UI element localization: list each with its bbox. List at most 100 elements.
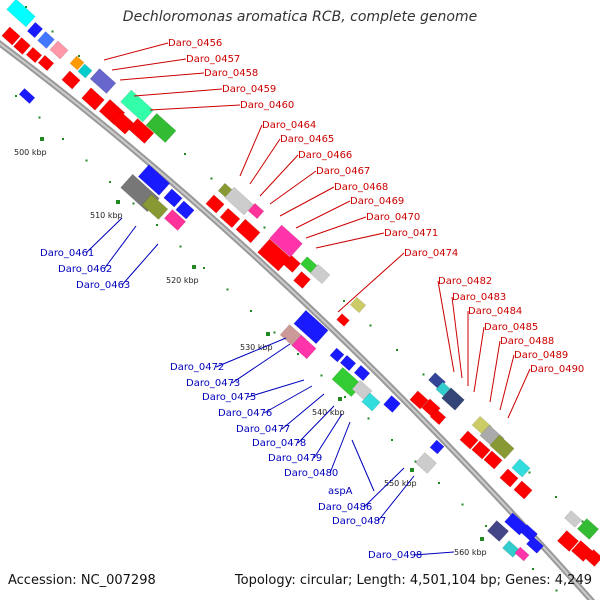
gene-label-text[interactable]: Daro_0487 xyxy=(332,516,386,527)
gene-label[interactable]: Daro_0471 xyxy=(315,228,438,249)
gene-feature[interactable] xyxy=(489,434,515,460)
gene-feature[interactable] xyxy=(409,390,429,410)
gene-label-text[interactable]: Daro_0468 xyxy=(334,182,388,193)
gene-label-text[interactable]: Daro_0461 xyxy=(40,248,94,259)
gene-label[interactable]: Daro_0463 xyxy=(76,243,159,291)
gene-feature[interactable] xyxy=(415,452,437,474)
gene-feature[interactable] xyxy=(37,54,55,72)
gene-label[interactable]: Daro_0485 xyxy=(473,322,538,393)
gene-feature[interactable] xyxy=(293,271,311,289)
gene-label[interactable]: Daro_0477 xyxy=(236,393,325,435)
gene-label[interactable]: Daro_0468 xyxy=(279,182,388,217)
gene-feature[interactable] xyxy=(329,347,345,363)
gene-label-text[interactable]: Daro_0475 xyxy=(202,392,256,403)
gene-label-text[interactable]: Daro_0464 xyxy=(262,120,316,131)
gene-label[interactable]: Daro_0487 xyxy=(332,475,415,527)
gene-label-text[interactable]: Daro_0457 xyxy=(186,54,240,65)
gene-label[interactable]: Daro_0480 xyxy=(284,421,351,479)
gene-label[interactable]: Daro_0460 xyxy=(149,100,294,111)
gene-label-text[interactable]: Daro_0483 xyxy=(452,292,506,303)
gene-feature[interactable] xyxy=(513,480,533,500)
gene-label-text[interactable]: Daro_0470 xyxy=(366,212,420,223)
gene-feature[interactable] xyxy=(309,263,331,285)
gene-feature[interactable] xyxy=(511,458,531,478)
gene-label[interactable]: Daro_0465 xyxy=(249,134,334,185)
gene-label-text[interactable]: Daro_0490 xyxy=(530,364,584,375)
gene-feature[interactable] xyxy=(127,118,155,144)
gene-feature[interactable] xyxy=(26,21,44,39)
gene-label[interactable]: Daro_0456 xyxy=(103,38,222,61)
gene-label-text[interactable]: Daro_0488 xyxy=(500,336,554,347)
gene-feature[interactable] xyxy=(235,218,261,244)
gene-label-text[interactable]: Daro_0460 xyxy=(240,100,294,111)
gene-feature[interactable] xyxy=(49,40,69,60)
gene-feature[interactable] xyxy=(69,55,85,71)
gene-feature[interactable] xyxy=(435,381,451,397)
gene-label-text[interactable]: Daro_0459 xyxy=(222,84,276,95)
gene-feature[interactable] xyxy=(37,31,55,49)
gene-feature[interactable] xyxy=(145,113,177,143)
gene-feature[interactable] xyxy=(514,546,530,562)
gene-feature[interactable] xyxy=(585,549,600,567)
gene-label-text[interactable]: Daro_0478 xyxy=(252,438,306,449)
gene-feature[interactable] xyxy=(557,530,579,552)
gene-label-text[interactable]: Daro_0480 xyxy=(284,468,338,479)
gene-feature[interactable] xyxy=(77,63,93,79)
gene-feature[interactable] xyxy=(564,510,582,528)
gene-label-text[interactable]: Daro_0463 xyxy=(76,280,130,291)
gene-label-text[interactable]: Daro_0474 xyxy=(404,248,458,259)
gene-label[interactable]: Daro_0479 xyxy=(268,413,343,464)
gene-feature[interactable] xyxy=(441,387,465,411)
gene-feature[interactable] xyxy=(291,334,317,360)
gene-label-text[interactable]: aspA xyxy=(328,486,353,497)
gene-feature[interactable] xyxy=(283,255,301,273)
gene-label[interactable]: Daro_0458 xyxy=(119,68,258,81)
gene-feature[interactable] xyxy=(1,26,21,46)
gene-label[interactable]: Daro_0472 xyxy=(170,337,287,373)
gene-label[interactable]: Daro_0489 xyxy=(499,350,568,411)
gene-label[interactable]: Daro_0473 xyxy=(186,343,291,389)
gene-feature[interactable] xyxy=(471,440,491,460)
gene-label-text[interactable]: Daro_0479 xyxy=(268,453,322,464)
gene-feature[interactable] xyxy=(137,164,171,196)
gene-feature[interactable] xyxy=(6,0,36,28)
gene-feature[interactable] xyxy=(163,209,187,231)
gene-label-text[interactable]: Daro_0473 xyxy=(186,378,240,389)
gene-label[interactable]: Daro_0476 xyxy=(218,385,313,419)
gene-feature[interactable] xyxy=(163,188,183,208)
gene-feature[interactable] xyxy=(361,392,381,412)
gene-feature[interactable] xyxy=(120,89,154,123)
gene-feature[interactable] xyxy=(349,296,367,314)
gene-label[interactable]: Daro_0498 xyxy=(368,550,455,561)
gene-feature[interactable] xyxy=(499,468,519,488)
gene-label[interactable]: Daro_0490 xyxy=(507,364,584,419)
gene-label-text[interactable]: Daro_0462 xyxy=(58,264,112,275)
gene-label[interactable]: Daro_0483 xyxy=(451,292,506,379)
gene-label[interactable]: Daro_0467 xyxy=(269,166,370,205)
gene-feature[interactable] xyxy=(339,354,357,372)
gene-feature[interactable] xyxy=(293,309,329,345)
gene-label[interactable]: Daro_0466 xyxy=(259,150,352,197)
gene-label[interactable]: Daro_0469 xyxy=(295,196,404,229)
gene-feature[interactable] xyxy=(175,200,195,220)
gene-label-text[interactable]: Daro_0465 xyxy=(280,134,334,145)
gene-feature[interactable] xyxy=(353,364,371,382)
gene-feature[interactable] xyxy=(205,194,225,214)
gene-feature[interactable] xyxy=(224,186,254,216)
gene-label-text[interactable]: Daro_0458 xyxy=(204,68,258,79)
gene-label-text[interactable]: Daro_0469 xyxy=(350,196,404,207)
gene-label-text[interactable]: Daro_0476 xyxy=(218,408,272,419)
gene-feature[interactable] xyxy=(219,207,241,229)
gene-label[interactable]: Daro_0478 xyxy=(252,405,335,449)
gene-label-text[interactable]: Daro_0482 xyxy=(438,276,492,287)
gene-label-text[interactable]: Daro_0456 xyxy=(168,38,222,49)
gene-label[interactable]: Daro_0484 xyxy=(467,306,522,386)
gene-feature[interactable] xyxy=(89,68,117,94)
gene-feature[interactable] xyxy=(247,202,265,220)
gene-feature[interactable] xyxy=(269,224,303,258)
gene-label-text[interactable]: Daro_0489 xyxy=(514,350,568,361)
gene-label[interactable]: Daro_0475 xyxy=(202,379,305,403)
gene-feature[interactable] xyxy=(61,70,81,90)
gene-label[interactable]: Daro_0461 xyxy=(40,217,123,259)
gene-feature[interactable] xyxy=(141,194,169,220)
